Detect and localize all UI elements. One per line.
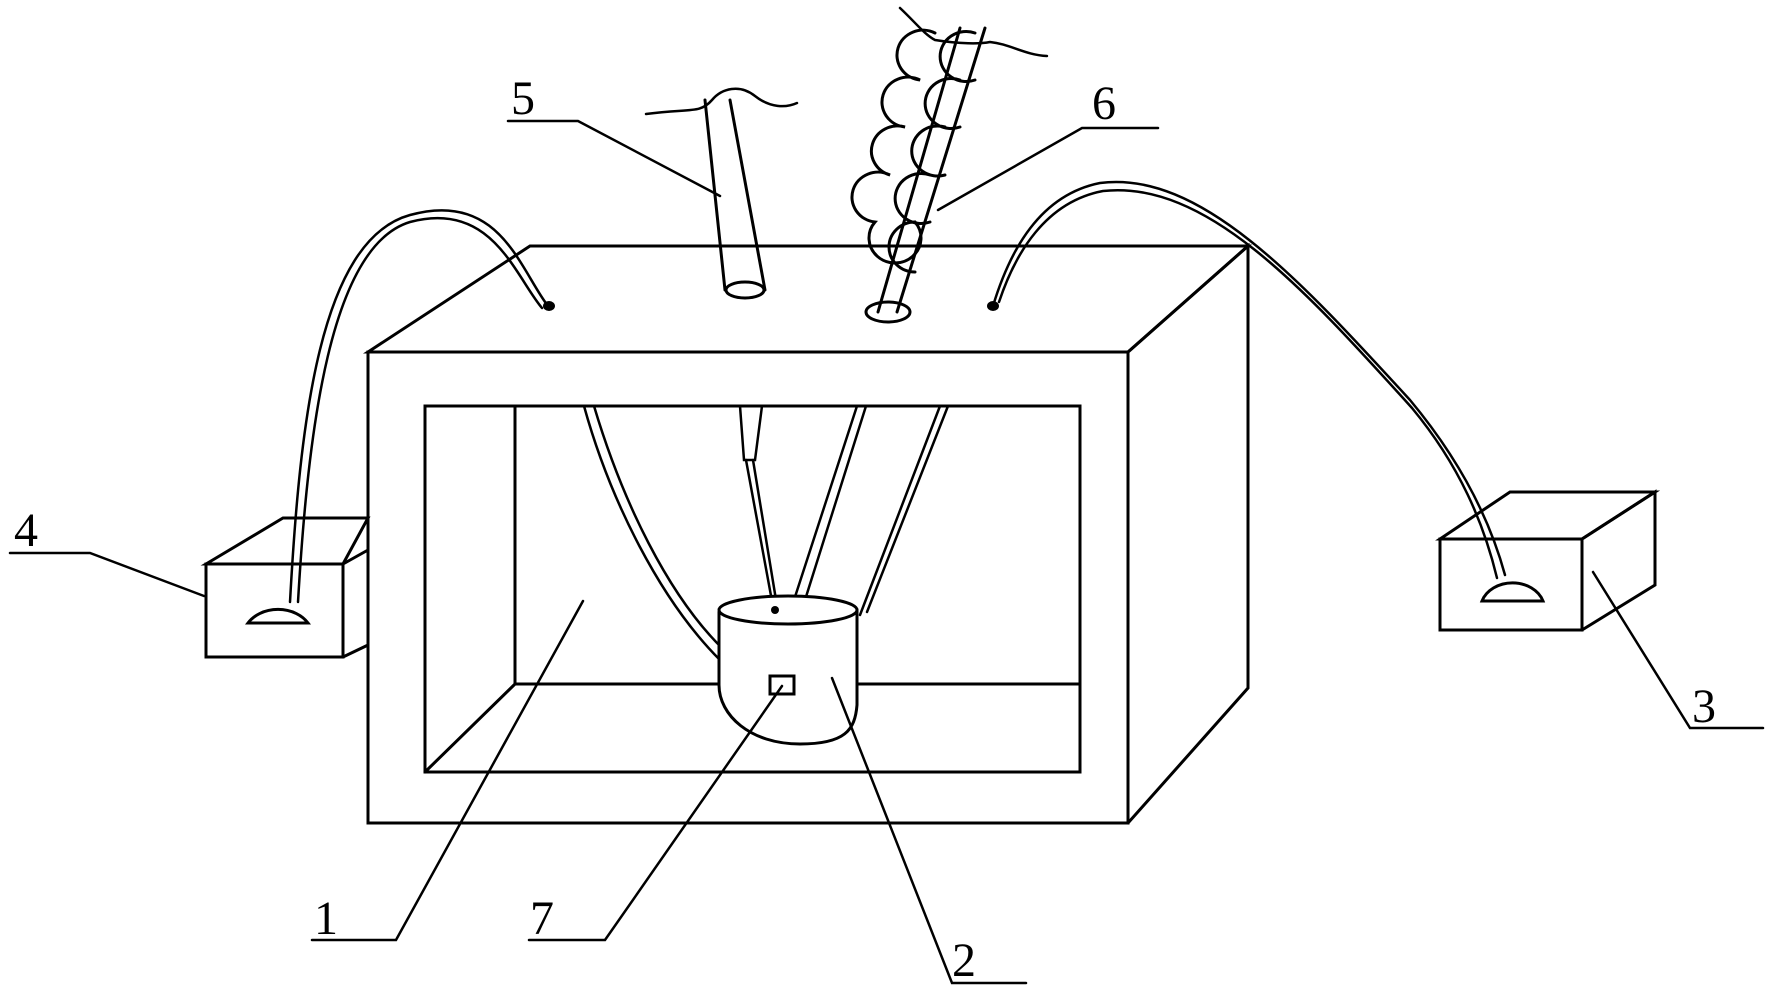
tube-break-line bbox=[644, 87, 799, 116]
leader-2 bbox=[830, 676, 1028, 985]
chamber-top-face bbox=[362, 244, 1252, 354]
label-2: 2 bbox=[952, 934, 976, 987]
cup-rim bbox=[717, 594, 859, 626]
tube-rod bbox=[644, 87, 799, 300]
coil-outline-right bbox=[887, 30, 977, 274]
cup-wire-right bbox=[858, 404, 950, 617]
tube-body bbox=[703, 98, 767, 292]
coil-electrode bbox=[850, 6, 1049, 324]
label-4: 4 bbox=[14, 504, 38, 557]
cup-wire-left bbox=[582, 404, 722, 662]
chamber-side-face bbox=[1126, 242, 1250, 825]
probe-contact bbox=[771, 606, 779, 614]
chamber-window bbox=[423, 404, 1082, 774]
left-box-top bbox=[200, 516, 371, 566]
label-1: 1 bbox=[314, 892, 338, 945]
cup-wire-center-a bbox=[792, 404, 868, 602]
sensor bbox=[768, 674, 796, 696]
coil-opening bbox=[864, 300, 912, 324]
leader-3 bbox=[1591, 570, 1765, 730]
chamber-front-face bbox=[366, 350, 1130, 825]
label-6: 6 bbox=[1092, 77, 1116, 130]
right-cable bbox=[991, 180, 1507, 580]
coil-core bbox=[876, 26, 987, 314]
probe-tip bbox=[744, 458, 780, 614]
right-box-dome bbox=[1479, 581, 1546, 603]
coil-break-line bbox=[898, 6, 1049, 58]
left-box-dome bbox=[244, 607, 312, 625]
leader-1 bbox=[310, 599, 585, 942]
right-box-top bbox=[1435, 490, 1661, 541]
cup-wire-left-2 bbox=[592, 404, 726, 652]
suspended-cup bbox=[582, 404, 950, 746]
chamber-inner-floor-edge bbox=[423, 682, 517, 774]
left-cable bbox=[288, 209, 550, 604]
leader-7 bbox=[527, 684, 784, 942]
right-box-side bbox=[1580, 489, 1657, 632]
left-box bbox=[200, 516, 371, 659]
probe bbox=[738, 404, 764, 462]
leader-lines bbox=[8, 119, 1765, 985]
label-3: 3 bbox=[1692, 680, 1716, 733]
leader-5 bbox=[506, 119, 722, 198]
right-box bbox=[1435, 489, 1661, 632]
tube-opening bbox=[724, 280, 766, 300]
label-7: 7 bbox=[530, 892, 554, 945]
leader-6 bbox=[936, 126, 1160, 212]
label-5: 5 bbox=[511, 72, 535, 125]
leader-4 bbox=[8, 551, 206, 598]
coil-outline bbox=[850, 28, 937, 265]
right-box-front bbox=[1438, 537, 1584, 632]
left-box-side bbox=[341, 547, 370, 659]
